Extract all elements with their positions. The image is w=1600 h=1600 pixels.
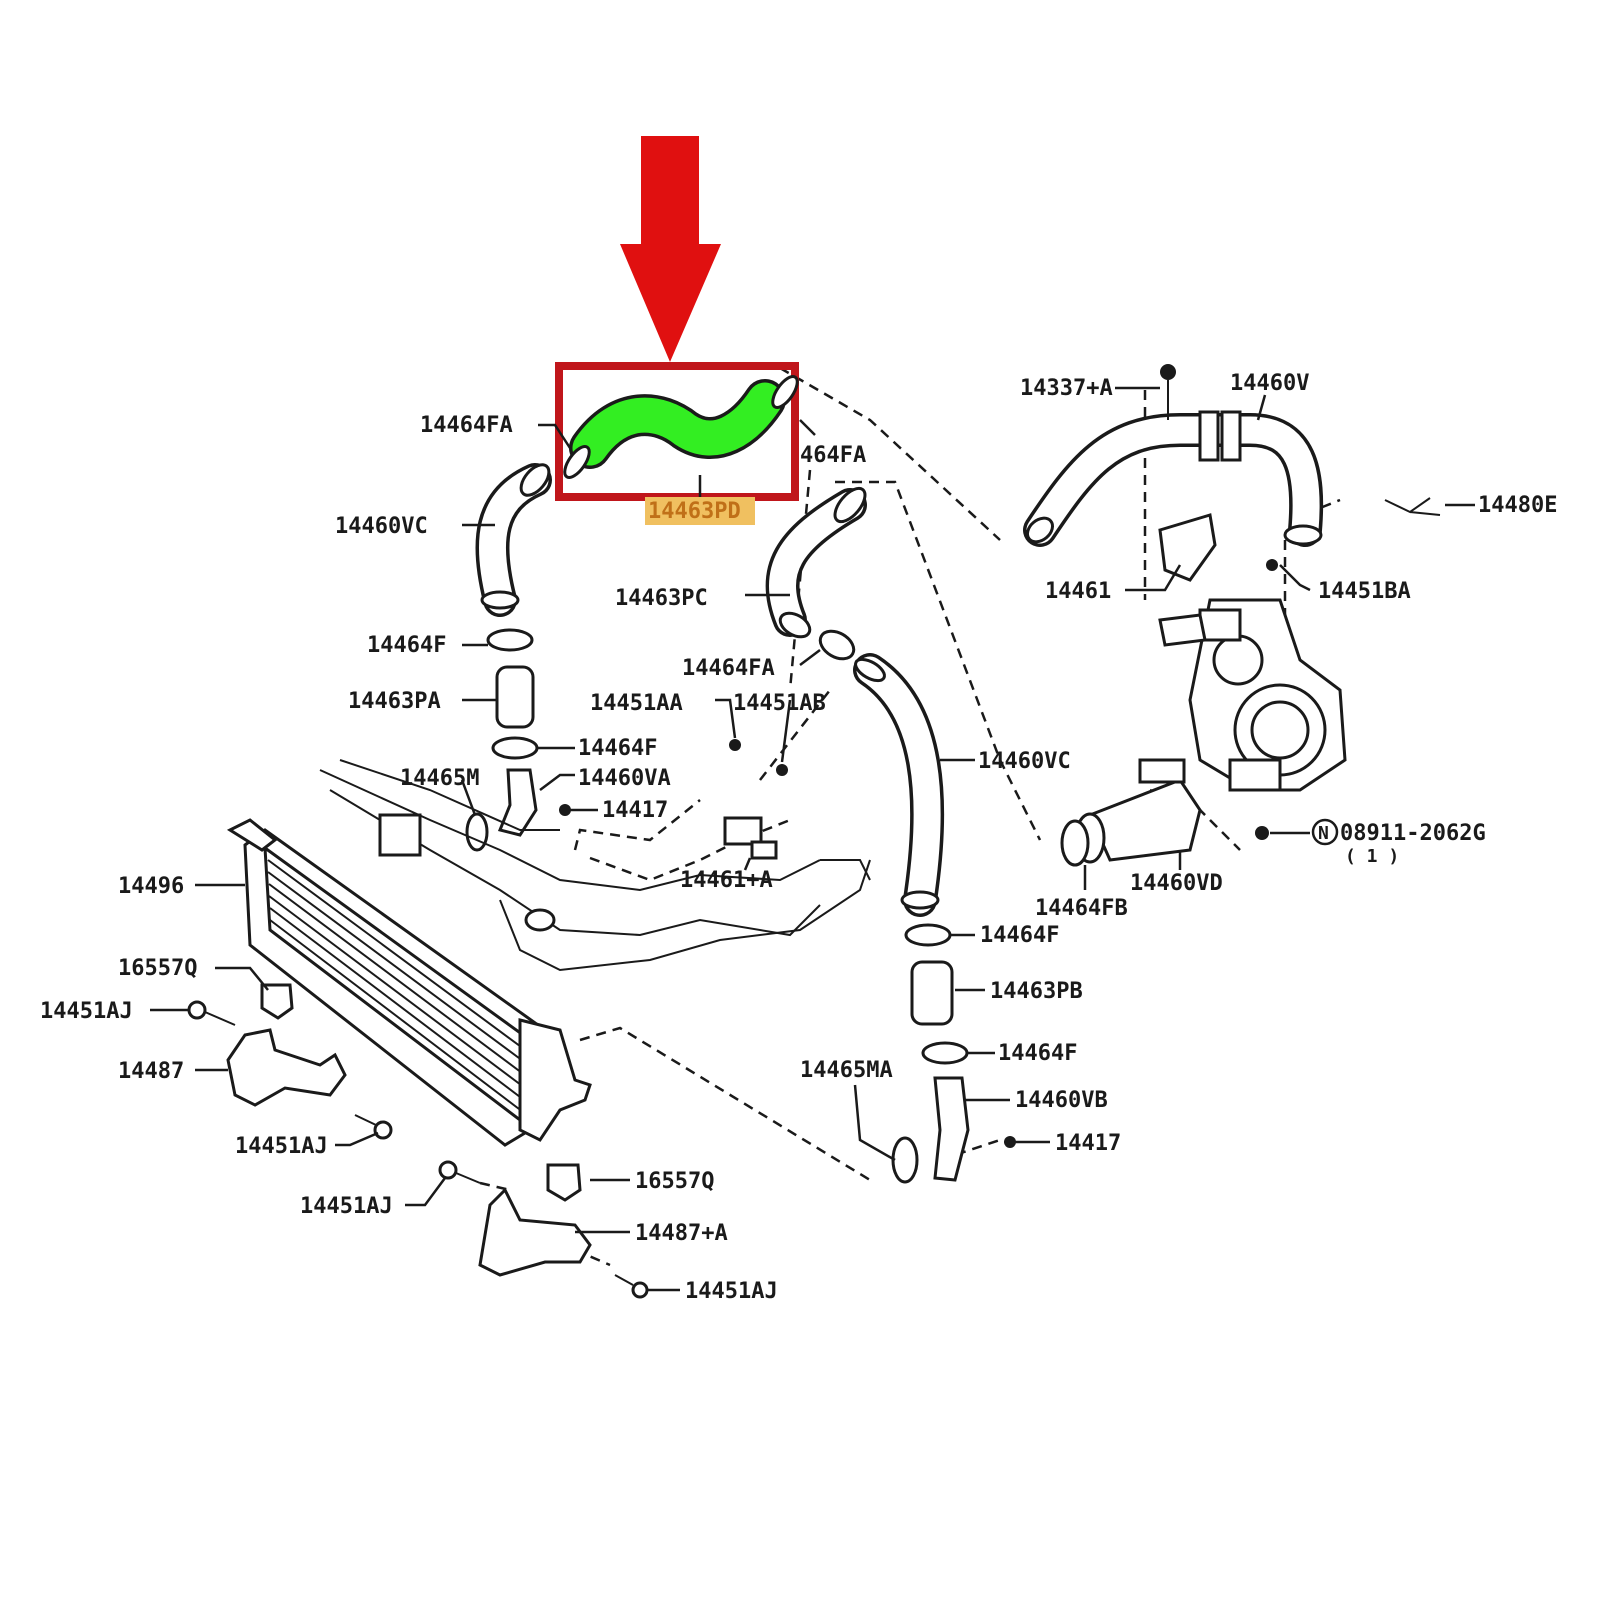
- label-14460V: 14460V: [1230, 371, 1309, 396]
- highlighted-part-label-bg: [645, 497, 755, 525]
- label-14465MA: 14465MA: [800, 1058, 893, 1083]
- elbow-14460VD: [1074, 758, 1202, 864]
- coupler-14463PB: [910, 960, 954, 1026]
- label-464FA-top-right: 464FA: [800, 443, 866, 468]
- label-14464F-1: 14464F: [367, 633, 446, 658]
- leader-lines: [150, 386, 1475, 1292]
- label-14460VC-left: 14460VC: [335, 514, 428, 539]
- label-14460VB: 14460VB: [1015, 1088, 1108, 1113]
- label-14461: 14461: [1045, 579, 1111, 604]
- elbow-14460VA: [497, 768, 538, 837]
- label-16557Q-2: 16557Q: [635, 1169, 714, 1194]
- label-14460VC-right: 14460VC: [978, 749, 1071, 774]
- bolt-14451BA: [1266, 559, 1278, 571]
- bolt-14337A: [1160, 364, 1176, 380]
- label-14464FB: 14464FB: [1035, 896, 1128, 921]
- label-08911-2062G: 08911-2062G: [1340, 821, 1486, 846]
- label-14417-2: 14417: [1055, 1131, 1121, 1156]
- clamp-14464FB: [1060, 819, 1090, 867]
- clamp-14464F-3: [904, 923, 952, 947]
- label-14487A: 14487+A: [635, 1221, 728, 1246]
- bolt-14451AJ-1: [187, 1000, 207, 1020]
- clamp-14465M: [465, 812, 489, 852]
- label-14487: 14487: [118, 1059, 184, 1084]
- clip-14480E: [1384, 497, 1441, 516]
- red-arrow-icon: [620, 136, 721, 362]
- radiator-support-frame: [319, 759, 871, 972]
- label-14496: 14496: [118, 874, 184, 899]
- label-14464FA-top-left: 14464FA: [420, 413, 513, 438]
- sensor-bracket-14461A: [723, 739, 788, 860]
- clamp-14464FA-mid: [818, 629, 856, 661]
- label-14464FA-mid: 14464FA: [682, 656, 775, 681]
- label-14451BA: 14451BA: [1318, 579, 1411, 604]
- bolt-14451AJ-3: [438, 1160, 458, 1180]
- label-14464F-4: 14464F: [998, 1041, 1077, 1066]
- label-14460VA: 14460VA: [578, 766, 671, 791]
- label-14463PD-highlighted: 14463PD: [648, 499, 741, 524]
- label-14463PC: 14463PC: [615, 586, 708, 611]
- label-14480E: 14480E: [1478, 493, 1557, 518]
- label-bolt-qty: ( 1 ): [1345, 846, 1399, 867]
- pipe-14460V: [1023, 410, 1324, 547]
- clamp-14465MA: [891, 1136, 919, 1184]
- label-14337A: 14337+A: [1020, 376, 1113, 401]
- bolt-14451AJ-4: [631, 1281, 649, 1299]
- label-14451AJ-2: 14451AJ: [235, 1134, 328, 1159]
- clamp-14464F-4: [921, 1041, 969, 1065]
- intercooler-fins: [267, 859, 529, 1113]
- label-14451AB: 14451AB: [733, 691, 826, 716]
- clamp-14464F-1: [486, 628, 534, 652]
- rubber-mount-16557Q-1: [260, 983, 294, 1020]
- label-14451AA: 14451AA: [590, 691, 683, 716]
- clamp-14464F-2: [491, 736, 539, 760]
- label-14451AJ-4: 14451AJ: [685, 1279, 778, 1304]
- throttle-body-assembly: [1158, 598, 1347, 792]
- bolt-14451AJ-2: [373, 1120, 393, 1140]
- bracket-14461: [1158, 513, 1217, 582]
- part-labels: 14464FA 464FA 14463PD 14460VC 14464F 144…: [40, 371, 1557, 1304]
- label-14465M: 14465M: [400, 766, 479, 791]
- label-14463PB: 14463PB: [990, 979, 1083, 1004]
- label-14417-1: 14417: [602, 798, 668, 823]
- label-14460VD: 14460VD: [1130, 871, 1223, 896]
- bolt-08911-2062G-icon: [1255, 826, 1269, 840]
- elbow-14460VB: [933, 1076, 970, 1182]
- hose-14463PC: [765, 486, 867, 639]
- rubber-mount-16557Q-2: [546, 1163, 582, 1202]
- hose-14460VC-left: [475, 463, 552, 617]
- intercooler-core-14496: [226, 818, 592, 1147]
- label-14461A: 14461+A: [680, 868, 773, 893]
- label-14464F-2: 14464F: [578, 736, 657, 761]
- highlighted-hose-14463PD: [563, 375, 799, 479]
- hose-14460VC-right: [853, 653, 945, 917]
- coupler-14463PA: [495, 665, 535, 729]
- bracket-14487: [226, 1028, 347, 1107]
- label-16557Q-1: 16557Q: [118, 956, 197, 981]
- bracket-14487A: [478, 1187, 592, 1277]
- svg-text:N: N: [1318, 823, 1329, 844]
- label-14451AJ-1: 14451AJ: [40, 999, 133, 1024]
- nut-symbol-icon: [1311, 818, 1339, 846]
- label-14463PA: 14463PA: [348, 689, 441, 714]
- label-14464F-3: 14464F: [980, 923, 1059, 948]
- label-14451AJ-3: 14451AJ: [300, 1194, 393, 1219]
